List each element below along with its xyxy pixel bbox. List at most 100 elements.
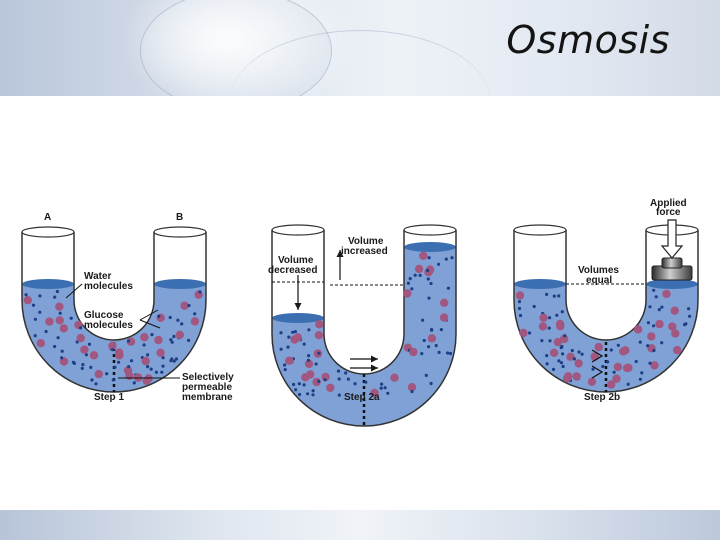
water-molecule <box>172 359 176 363</box>
water-molecule <box>80 366 84 370</box>
water-molecule <box>317 379 321 383</box>
water-molecule <box>187 338 191 342</box>
header-banner <box>0 0 720 96</box>
glucose-molecule <box>306 370 315 379</box>
water-molecule <box>307 354 311 358</box>
glucose-molecule <box>612 374 621 383</box>
water-molecule <box>545 362 549 366</box>
water-molecule <box>563 334 567 338</box>
water-molecule <box>552 294 556 298</box>
water-molecule <box>129 359 134 363</box>
water-molecule <box>311 393 315 397</box>
water-molecule <box>89 365 93 369</box>
water-molecule <box>688 314 692 318</box>
water-molecule <box>444 257 448 261</box>
water-molecule <box>79 326 83 330</box>
label-vol-inc-1: Volume <box>348 236 384 247</box>
glucose-molecule <box>560 334 569 344</box>
water-molecule <box>132 381 136 385</box>
water-molecule <box>570 348 574 353</box>
water-molecule <box>346 377 350 381</box>
water-molecule <box>606 360 610 364</box>
glucose-molecule <box>553 337 563 347</box>
water-molecule <box>283 363 287 367</box>
water-molecule <box>146 353 150 357</box>
water-molecule <box>446 286 450 290</box>
label-tube-b: B <box>176 212 183 223</box>
flow-chevron-lower <box>591 365 604 379</box>
water-molecule <box>157 314 161 318</box>
water-molecule <box>532 304 536 309</box>
glucose-molecule <box>566 352 575 361</box>
water-molecule <box>44 329 48 334</box>
pointer-glucose-a <box>139 309 159 321</box>
step2b-tube-inner <box>565 230 647 341</box>
water-molecule <box>430 328 434 332</box>
water-molecule <box>117 360 121 364</box>
water-molecule <box>38 294 42 298</box>
step2a-panel: Volume decreased Volume increased Step 2… <box>268 224 457 427</box>
water-molecule <box>53 295 57 299</box>
glucose-molecule <box>154 335 163 345</box>
water-molecule <box>450 256 454 260</box>
water-molecule <box>572 357 577 361</box>
glucose-molecule <box>650 361 659 370</box>
water-molecule <box>527 331 532 335</box>
step2a-tube-outline <box>271 230 457 427</box>
water-molecule <box>548 316 552 320</box>
water-molecule <box>548 339 552 343</box>
water-molecule <box>437 350 441 354</box>
water-molecule <box>127 365 131 369</box>
water-molecule <box>427 345 431 349</box>
water-molecule <box>439 328 443 332</box>
water-molecule <box>294 388 298 392</box>
glucose-molecule <box>672 345 682 355</box>
water-molecule <box>170 340 174 344</box>
water-molecule <box>170 357 174 361</box>
water-molecule <box>38 310 42 314</box>
water-molecule <box>560 344 564 349</box>
water-molecule <box>408 277 412 281</box>
water-molecule <box>180 322 184 326</box>
water-molecule <box>113 365 117 369</box>
water-molecule <box>150 333 154 337</box>
water-molecule <box>105 372 109 376</box>
step2a-surface-left <box>272 313 324 323</box>
glucose-molecule <box>539 313 548 322</box>
water-molecule <box>545 354 549 358</box>
slide-title: Osmosis <box>506 18 670 62</box>
water-molecule <box>336 369 341 373</box>
water-molecule <box>638 340 642 344</box>
water-molecule <box>311 389 315 393</box>
label-step2b: Step 2b <box>584 392 620 403</box>
glucose-molecule <box>671 329 680 338</box>
step2b-panel: Applied force Volumes equal Step 2b <box>513 198 699 403</box>
water-molecule <box>323 378 327 382</box>
water-molecule <box>547 326 551 330</box>
glucose-molecule <box>515 291 525 300</box>
step2a-rim-left <box>271 224 325 236</box>
water-molecule <box>172 334 176 339</box>
glucose-molecule <box>156 348 165 357</box>
water-molecule <box>561 364 565 369</box>
water-molecule <box>292 382 296 387</box>
water-molecule <box>601 364 605 369</box>
pointer-glucose-b <box>139 319 161 329</box>
glucose-molecule <box>390 373 399 382</box>
glucose-molecule <box>321 372 330 382</box>
glucose-molecule <box>439 313 449 322</box>
water-molecule <box>448 351 453 356</box>
glucose-molecule <box>549 348 559 357</box>
glucose-molecule <box>23 296 32 305</box>
water-molecule <box>33 317 38 321</box>
water-molecule <box>176 318 180 322</box>
water-molecule <box>353 382 357 386</box>
water-molecule <box>337 377 341 381</box>
label-step2a: Step 2a <box>344 392 380 403</box>
glucose-molecule <box>156 313 165 322</box>
step1-rim-right <box>153 226 207 238</box>
glucose-molecule <box>414 264 424 274</box>
label-vol-dec-2: decreased <box>268 265 317 276</box>
water-molecule <box>418 273 422 277</box>
water-molecule <box>660 341 664 345</box>
